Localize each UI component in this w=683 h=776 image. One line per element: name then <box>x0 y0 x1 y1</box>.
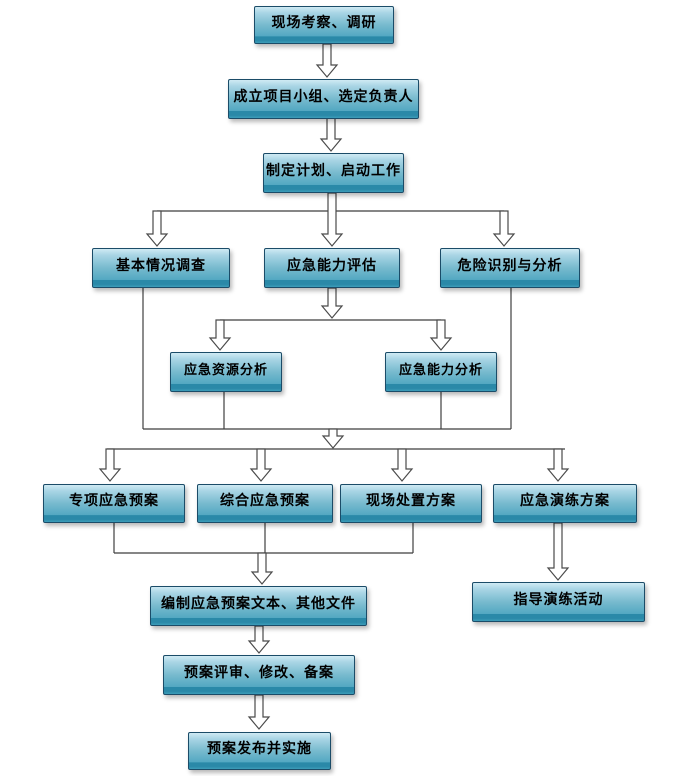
node-review-revise: 预案评审、修改、备案 <box>163 655 355 695</box>
node-comprehensive-plan: 综合应急预案 <box>197 484 333 523</box>
flow-arrow <box>319 117 343 152</box>
flow-arrow <box>321 428 345 449</box>
flow-arrow <box>315 43 339 78</box>
flow-arrow <box>145 210 169 247</box>
flow-arrow <box>250 552 274 585</box>
flow-arrow <box>247 694 271 730</box>
node-form-team: 成立项目小组、选定负责人 <box>228 79 419 119</box>
flow-arrow <box>492 210 516 247</box>
node-compile-docs: 编制应急预案文本、其他文件 <box>150 586 367 626</box>
flow-arrow <box>390 448 414 482</box>
node-site-survey: 现场考察、调研 <box>254 6 394 44</box>
node-drill-plan: 应急演练方案 <box>493 484 637 523</box>
flow-arrow <box>546 522 570 581</box>
flow-arrow <box>98 448 122 482</box>
node-resource-analysis: 应急资源分析 <box>170 352 282 392</box>
node-guide-drill: 指导演练活动 <box>472 582 645 622</box>
node-onsite-plan: 现场处置方案 <box>340 484 482 523</box>
node-capability-assess: 应急能力评估 <box>264 248 400 288</box>
node-basic-survey: 基本情况调查 <box>92 248 230 288</box>
node-hazard-id: 危险识别与分析 <box>440 248 580 288</box>
flow-arrow <box>247 625 271 654</box>
node-special-plan: 专项应急预案 <box>43 484 185 523</box>
flow-arrow <box>320 287 344 319</box>
flow-arrow <box>320 192 344 247</box>
flow-arrow <box>546 448 570 482</box>
node-publish-implement: 预案发布并实施 <box>188 732 331 770</box>
flow-arrow <box>429 319 453 351</box>
node-capability-analysis: 应急能力分析 <box>385 352 497 392</box>
node-make-plan: 制定计划、启动工作 <box>263 153 404 193</box>
flow-arrow <box>249 448 273 482</box>
flow-arrow <box>208 319 232 351</box>
